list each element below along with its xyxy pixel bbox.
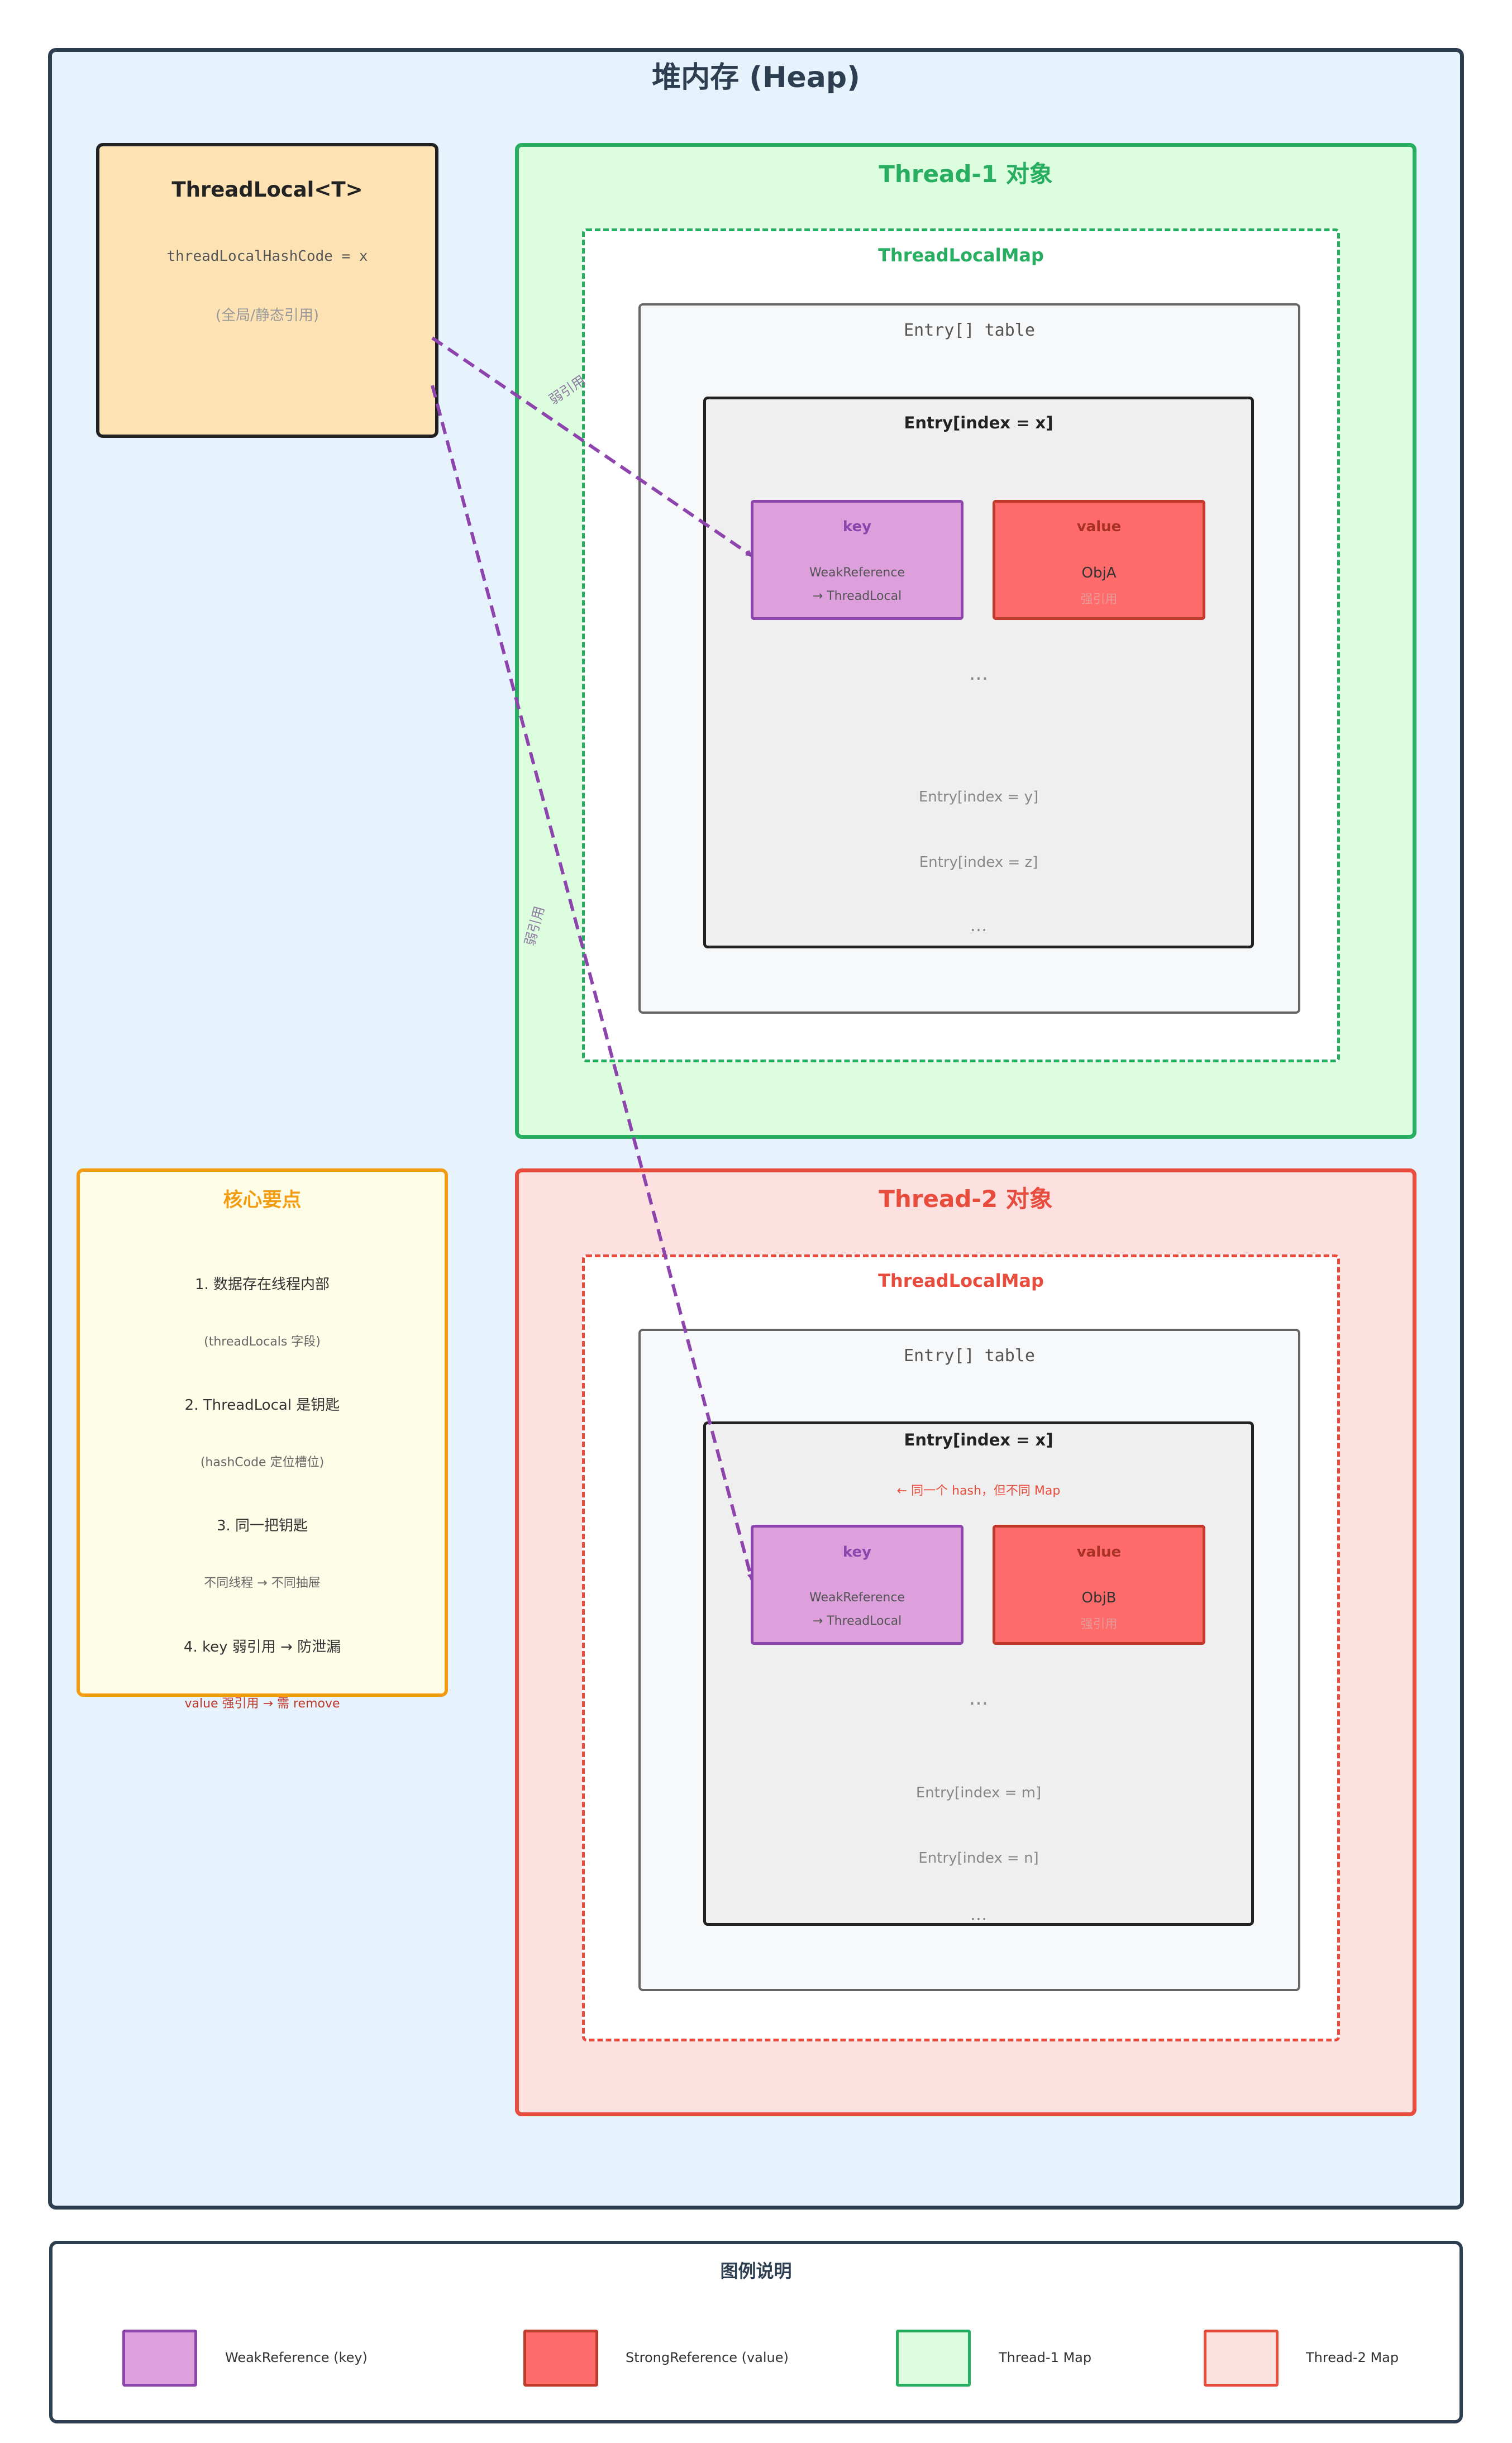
thread2-key-box — [751, 1525, 964, 1645]
thread1-key-line2: → ThreadLocal — [812, 589, 902, 603]
thread2-entry-title: Entry[index = x] — [904, 1430, 1053, 1449]
heap-title: 堆内存 (Heap) — [652, 61, 860, 94]
thread1-entry-title: Entry[index = x] — [904, 413, 1053, 432]
core-point-4: 4. key 弱引用 → 防泄漏 — [183, 1639, 341, 1655]
thread2-key-line2: → ThreadLocal — [812, 1614, 902, 1628]
thread2-other-entry-2: Entry[index = n] — [918, 1850, 1039, 1867]
thread1-map-title: ThreadLocalMap — [878, 245, 1044, 266]
threadlocal-note: (全局/静态引用) — [215, 307, 319, 324]
threadlocal-hash: threadLocalHashCode = x — [166, 248, 368, 265]
threadlocal-box — [96, 143, 438, 438]
thread1-value-sub: 强引用 — [1080, 593, 1118, 607]
thread2-value-sub: 强引用 — [1080, 1617, 1118, 1631]
threadlocal-title: ThreadLocal<T> — [171, 178, 363, 202]
thread1-key-label: key — [842, 518, 872, 535]
legend-swatch-strongref — [523, 2330, 598, 2387]
legend-swatch-thread2 — [1204, 2330, 1279, 2387]
core-point-4-sub: value 强引用 → 需 remove — [184, 1697, 340, 1711]
thread1-title: Thread-1 对象 — [879, 160, 1053, 188]
thread2-key-line1: WeakReference — [809, 1591, 905, 1605]
thread2-other-entry-1: Entry[index = m] — [915, 1784, 1042, 1801]
legend-label-strongref: StrongReference (value) — [626, 2350, 789, 2365]
thread2-ellipsis-1: ... — [969, 1687, 989, 1710]
thread2-ellipsis-2: ... — [970, 1903, 988, 1925]
thread2-value-obj: ObjB — [1081, 1590, 1117, 1606]
thread1-value-box — [993, 500, 1205, 620]
weak-arrow-label-1: 弱引用 — [546, 373, 588, 408]
thread2-value-box — [993, 1525, 1205, 1645]
thread1-key-line1: WeakReference — [809, 566, 905, 580]
core-point-2: 2. ThreadLocal 是钥匙 — [184, 1397, 340, 1414]
thread2-value-label: value — [1076, 1544, 1122, 1561]
weak-arrow-label-2: 弱引用 — [522, 905, 547, 948]
core-point-1-sub: (threadLocals 字段) — [204, 1335, 321, 1349]
thread2-table-label: Entry[] table — [904, 1346, 1035, 1366]
thread1-ellipsis-1: ... — [969, 662, 989, 685]
thread1-key-box — [751, 500, 964, 620]
legend-label-weakref: WeakReference (key) — [225, 2350, 368, 2365]
core-points-title: 核心要点 — [223, 1189, 302, 1211]
thread1-value-label: value — [1076, 518, 1122, 535]
thread1-entry — [703, 397, 1254, 948]
thread1-table-label: Entry[] table — [904, 321, 1035, 340]
thread2-entry-note: ← 同一个 hash，但不同 Map — [896, 1484, 1061, 1498]
thread1-value-obj: ObjA — [1081, 565, 1117, 581]
thread1-other-entry-1: Entry[index = y] — [918, 789, 1039, 805]
legend-label-thread1: Thread-1 Map — [999, 2350, 1092, 2365]
core-point-2-sub: (hashCode 定位槽位) — [200, 1456, 325, 1469]
thread2-title: Thread-2 对象 — [879, 1185, 1053, 1213]
legend-swatch-thread1 — [896, 2330, 971, 2387]
core-points-box — [77, 1168, 448, 1697]
legend-label-thread2: Thread-2 Map — [1306, 2350, 1399, 2365]
legend-swatch-weakref — [122, 2330, 197, 2387]
core-point-3: 3. 同一把钥匙 — [216, 1518, 308, 1534]
core-point-3-sub: 不同线程 → 不同抽屉 — [204, 1576, 321, 1590]
thread2-entry — [703, 1421, 1254, 1926]
thread1-ellipsis-2: ... — [970, 914, 988, 936]
thread1-other-entry-2: Entry[index = z] — [919, 854, 1038, 871]
core-point-1: 1. 数据存在线程内部 — [194, 1276, 330, 1293]
thread2-map-title: ThreadLocalMap — [878, 1270, 1044, 1291]
weak-arrow-thread2 — [431, 385, 754, 1581]
weak-arrow-thread1 — [431, 336, 753, 557]
legend-title: 图例说明 — [720, 2260, 792, 2282]
thread2-key-label: key — [842, 1544, 872, 1561]
